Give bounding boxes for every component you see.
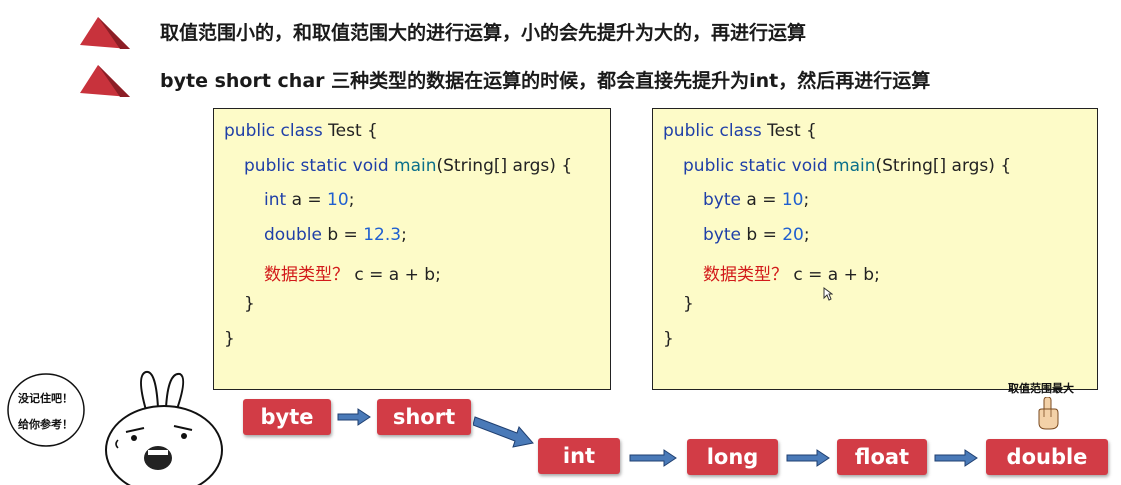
code-line: int a = 10; <box>264 190 355 210</box>
code-line: } <box>683 294 694 314</box>
bullet-text-2: byte short char 三种类型的数据在运算的时候，都会直接先提升为in… <box>160 70 931 92</box>
code-line: } <box>244 294 255 314</box>
code-line: double b = 12.3; <box>264 225 407 245</box>
arrow-icon <box>337 408 371 426</box>
arrow-icon <box>473 416 534 448</box>
bullet-row-2: byte short char 三种类型的数据在运算的时候，都会直接先提升为in… <box>80 60 930 100</box>
triangle-bullet-icon <box>80 63 132 97</box>
code-line: 数据类型？ c = a + b; <box>264 265 441 285</box>
code-line: } <box>224 329 235 349</box>
type-pill-float: float <box>837 439 927 475</box>
arrow-icon <box>934 449 978 467</box>
pointing-hand-icon <box>1038 397 1059 430</box>
arrow-icon <box>629 449 677 467</box>
speech-bubble: 没记住吧！ 给你参考！ <box>2 368 86 452</box>
type-pill-double: double <box>986 439 1108 475</box>
type-pill-byte: byte <box>243 399 331 435</box>
code-line: byte a = 10; <box>703 190 810 210</box>
code-line: byte b = 20; <box>703 225 810 245</box>
code-line: public static void main(String[] args) { <box>244 156 573 176</box>
code-box-left: public class Test { public static void m… <box>213 108 611 390</box>
code-box-right: public class Test { public static void m… <box>652 108 1098 390</box>
bubble-text-1: 没记住吧！ <box>18 392 73 405</box>
code-line: 数据类型？ c = a + b; <box>703 265 880 285</box>
bullet-row-1: 取值范围小的，和取值范围大的进行运算，小的会先提升为大的，再进行运算 <box>80 12 806 52</box>
arrow-icon <box>786 449 830 467</box>
code-line: public class Test { <box>663 121 817 141</box>
type-pill-int: int <box>538 438 620 474</box>
bubble-text-2: 给你参考！ <box>18 418 73 431</box>
triangle-bullet-icon <box>80 15 132 49</box>
bullet-text-1: 取值范围小的，和取值范围大的进行运算，小的会先提升为大的，再进行运算 <box>160 22 807 44</box>
type-pill-short: short <box>377 399 471 435</box>
max-range-label: 取值范围最大 <box>1008 382 1074 395</box>
code-line: public static void main(String[] args) { <box>683 156 1012 176</box>
code-line: } <box>663 329 674 349</box>
rabbit-mascot-icon <box>105 370 223 485</box>
mouse-cursor-icon <box>823 287 833 301</box>
type-pill-long: long <box>687 439 778 475</box>
speech-bubble-shape <box>7 373 85 447</box>
code-line: public class Test { <box>224 121 378 141</box>
